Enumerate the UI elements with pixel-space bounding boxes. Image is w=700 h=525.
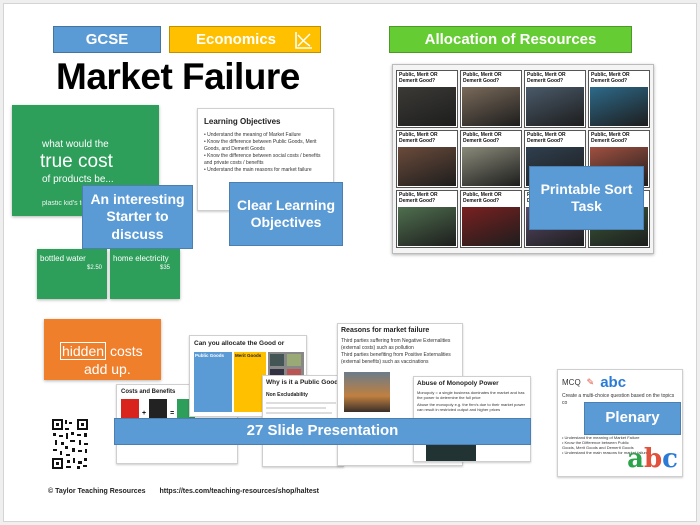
why-public-heading: Why is it a Public Good bbox=[266, 379, 339, 386]
text-line bbox=[266, 407, 326, 409]
monopoly-item: Monopoly = a single business dominates t… bbox=[417, 390, 525, 400]
starter-sub-b: bottled water bbox=[40, 254, 86, 263]
starter-price-a: $2.50 bbox=[87, 265, 103, 271]
abc-letter-a: a bbox=[627, 444, 644, 474]
starter-sub-c: home electricity bbox=[113, 254, 169, 263]
equals-symbol: = bbox=[170, 409, 175, 417]
shop-url: https://tes.com/teaching-resources/shop/… bbox=[159, 488, 319, 495]
qr-code-icon bbox=[51, 418, 89, 470]
costs-word: costs bbox=[109, 343, 143, 359]
sort-card: Public, Merit OR Demerit Good? bbox=[396, 190, 458, 248]
reason-item: Third parties benefiting from Positive E… bbox=[341, 352, 451, 365]
footer: © Taylor Teaching Resources https://tes.… bbox=[48, 488, 319, 495]
objective-item: • Know the difference between Public Goo… bbox=[204, 139, 317, 152]
starter-line-1: what would the bbox=[42, 139, 109, 150]
presentation-label: 27 Slide Presentation bbox=[114, 418, 531, 445]
abc-logo-small: abc bbox=[600, 374, 627, 391]
sort-card-photo bbox=[526, 87, 584, 126]
hidden-costs-slide-thumb: hidden costs add up. bbox=[44, 319, 161, 380]
hidden-word: hidden bbox=[60, 342, 107, 360]
plus-symbol: + bbox=[142, 409, 147, 417]
sort-card-title: Public, Merit OR Demerit Good? bbox=[527, 132, 566, 144]
sort-card: Public, Merit OR Demerit Good? bbox=[588, 70, 650, 128]
abc-logo-large: abc bbox=[627, 444, 678, 474]
sort-card-photo bbox=[398, 147, 456, 186]
objective-item: • Understand the main reasons for market… bbox=[204, 167, 312, 173]
starter-slide-thumb-c: home electricity $35 bbox=[110, 249, 180, 299]
sort-card-title: Public, Merit OR Demerit Good? bbox=[591, 132, 630, 144]
pencil-icon: ✎ bbox=[586, 377, 595, 387]
sort-card-title: Public, Merit OR Demerit Good? bbox=[399, 132, 438, 144]
plenary-item: • Understand the main reasons for market… bbox=[562, 450, 649, 455]
hidden-costs-line-1: hidden costs bbox=[60, 342, 143, 360]
copyright-text: © Taylor Teaching Resources bbox=[48, 488, 146, 495]
sort-card-title: Public, Merit OR Demerit Good? bbox=[527, 72, 566, 84]
starter-slide-thumb-b: bottled water $2.50 bbox=[37, 249, 107, 299]
abc-letter-b: b bbox=[643, 444, 663, 474]
reasons-heading: Reasons for market failure bbox=[341, 327, 430, 334]
sort-card-photo bbox=[398, 87, 456, 126]
abc-letter-c: c bbox=[662, 444, 678, 474]
costs-benefits-heading: Costs and Benefits bbox=[121, 389, 176, 395]
public-goods-label: Public Goods bbox=[195, 353, 225, 358]
economics-tag: Economics bbox=[169, 26, 321, 53]
sort-card-title: Public, Merit OR Demerit Good? bbox=[399, 192, 438, 204]
sort-card-title: Public, Merit OR Demerit Good? bbox=[463, 72, 502, 84]
plenary-header: MCQ ✎ abc bbox=[562, 374, 678, 391]
allocation-tag-label: Allocation of Resources bbox=[424, 31, 597, 48]
allocation-tag: Allocation of Resources bbox=[389, 26, 632, 53]
plenary-label: Plenary bbox=[584, 402, 681, 435]
sort-card: Public, Merit OR Demerit Good? bbox=[460, 190, 522, 248]
sort-card-title: Public, Merit OR Demerit Good? bbox=[463, 132, 502, 144]
starter-label: An interesting Starter to discuss bbox=[82, 185, 193, 249]
reason-item: Third parties suffering from Negative Ex… bbox=[341, 338, 451, 351]
monopoly-heading: Abuse of Monopoly Power bbox=[417, 380, 499, 387]
starter-sub-a: plastic kid's toy bbox=[42, 200, 89, 207]
public-goods-column: Public Goods bbox=[194, 352, 232, 412]
sort-card: Public, Merit OR Demerit Good? bbox=[460, 130, 522, 188]
objective-item: • Know the difference between social cos… bbox=[204, 153, 321, 166]
sort-card-photo bbox=[462, 207, 520, 246]
sort-card: Public, Merit OR Demerit Good? bbox=[524, 70, 586, 128]
gcse-tag: GCSE bbox=[53, 26, 161, 53]
text-line bbox=[266, 412, 332, 414]
sort-card-photo bbox=[398, 207, 456, 246]
objective-item: • Understand the meaning of Market Failu… bbox=[204, 132, 301, 138]
merit-goods-label: Merit Goods bbox=[235, 353, 262, 358]
starter-line-3: of products be... bbox=[42, 174, 114, 185]
gcse-tag-label: GCSE bbox=[85, 31, 129, 48]
photo bbox=[270, 354, 284, 366]
non-excludability-label: Non Excludability bbox=[266, 392, 308, 398]
monopoly-item: Abuse the monopoly e.g. the firm's due t… bbox=[417, 402, 525, 412]
allocate-heading: Can you allocate the Good or bbox=[194, 340, 285, 347]
mcq-label: MCQ bbox=[562, 378, 581, 387]
starter-price-b: $35 bbox=[160, 265, 171, 271]
sort-card-photo bbox=[462, 147, 520, 186]
merit-goods-column: Merit Goods bbox=[234, 352, 266, 412]
photo bbox=[287, 354, 301, 366]
sort-card: Public, Merit OR Demerit Good? bbox=[460, 70, 522, 128]
text-line bbox=[266, 402, 336, 404]
factory-smoke-image bbox=[344, 372, 390, 412]
plenary-text: Create a multi-choice question based on … bbox=[562, 393, 675, 406]
sort-label: Printable Sort Task bbox=[529, 166, 644, 230]
sort-card-photo bbox=[590, 87, 648, 126]
slide-canvas: GCSE Economics Allocation of Resources M… bbox=[3, 3, 697, 522]
plenary-item: • Know the Difference between Public Goo… bbox=[562, 440, 634, 450]
page-title: Market Failure bbox=[56, 56, 300, 97]
hidden-costs-line-2: add up. bbox=[84, 361, 131, 377]
sort-card: Public, Merit OR Demerit Good? bbox=[396, 130, 458, 188]
sort-card-title: Public, Merit OR Demerit Good? bbox=[463, 192, 502, 204]
sort-card-title: Public, Merit OR Demerit Good? bbox=[591, 72, 630, 84]
sort-card-title: Public, Merit OR Demerit Good? bbox=[399, 72, 438, 84]
sort-card-photo bbox=[462, 87, 520, 126]
chart-icon bbox=[295, 32, 312, 49]
objectives-label: Clear Learning Objectives bbox=[229, 182, 343, 246]
plenary-item: • Understand the meaning of Market Failu… bbox=[562, 435, 640, 440]
objectives-heading: Learning Objectives bbox=[204, 117, 281, 126]
sort-card: Public, Merit OR Demerit Good? bbox=[396, 70, 458, 128]
starter-line-2: true cost bbox=[40, 151, 113, 172]
economics-tag-label: Economics bbox=[195, 31, 277, 48]
